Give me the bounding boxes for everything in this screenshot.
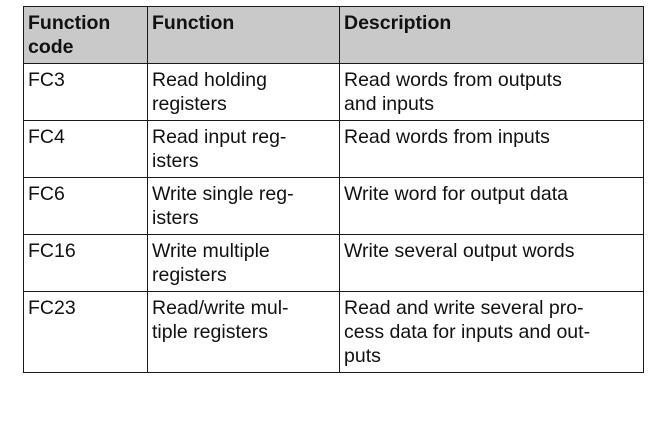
cell-function-code: FC4 (23, 120, 148, 178)
cell-function-code: FC3 (23, 63, 148, 121)
cell-function: Read holding registers (147, 63, 340, 121)
header-function-code-line2: code (28, 36, 74, 58)
table-row: FC23 Read/write mul- tiple registers Rea… (23, 291, 644, 373)
cell-description: Read words from inputs (339, 120, 644, 178)
function-code-text: FC4 (28, 126, 65, 148)
description-text-line: cess data for inputs and out- (344, 321, 591, 343)
cell-function-code: FC16 (23, 234, 148, 292)
function-code-text: FC3 (28, 69, 65, 91)
cell-function: Read input reg- isters (147, 120, 340, 178)
table-row: FC4 Read input reg- isters Read words fr… (23, 120, 644, 178)
cell-function: Write single reg- isters (147, 177, 340, 235)
table-row: FC16 Write multiple registers Write seve… (23, 234, 644, 292)
cell-function: Write multiple registers (147, 234, 340, 292)
header-description: Description (339, 6, 644, 64)
function-text-line: Read/write mul- (152, 297, 289, 319)
cell-function-code: FC6 (23, 177, 148, 235)
cell-function-code: FC23 (23, 291, 148, 373)
cell-description: Write word for output data (339, 177, 644, 235)
header-function-code: Function code (23, 6, 148, 64)
header-description-label: Description (344, 12, 452, 34)
header-function: Function (147, 6, 340, 64)
function-code-text: FC23 (28, 297, 76, 319)
function-code-text: FC6 (28, 183, 65, 205)
cell-description: Read words from outputs and inputs (339, 63, 644, 121)
function-text-line: isters (152, 207, 199, 229)
table-row: FC6 Write single reg- isters Write word … (23, 177, 644, 235)
description-text-line: Read and write several pro- (344, 297, 584, 319)
function-text-line: registers (152, 264, 227, 286)
function-code-text: FC16 (28, 240, 76, 262)
header-function-label: Function (152, 12, 235, 34)
function-text-line: Write single reg- (152, 183, 294, 205)
function-text-line: Write multiple (152, 240, 270, 262)
description-text-line: Read words from outputs (344, 69, 562, 91)
description-text-line: and inputs (344, 93, 434, 115)
cell-description: Read and write several pro- cess data fo… (339, 291, 644, 373)
header-function-code-line1: Function (28, 12, 111, 34)
function-text-line: registers (152, 93, 227, 115)
function-text-line: isters (152, 150, 199, 172)
function-text-line: tiple registers (152, 321, 268, 343)
cell-function: Read/write mul- tiple registers (147, 291, 340, 373)
table-row: FC3 Read holding registers Read words fr… (23, 63, 644, 121)
function-code-table: Function code Function Description FC3 R… (23, 6, 644, 373)
cell-description: Write several output words (339, 234, 644, 292)
table-header-row: Function code Function Description (23, 6, 644, 64)
description-text-line: puts (344, 345, 381, 367)
description-text-line: Write word for output data (344, 183, 569, 205)
function-text-line: Read holding (152, 69, 267, 91)
description-text-line: Write several output words (344, 240, 575, 262)
function-text-line: Read input reg- (152, 126, 287, 148)
description-text-line: Read words from inputs (344, 126, 550, 148)
